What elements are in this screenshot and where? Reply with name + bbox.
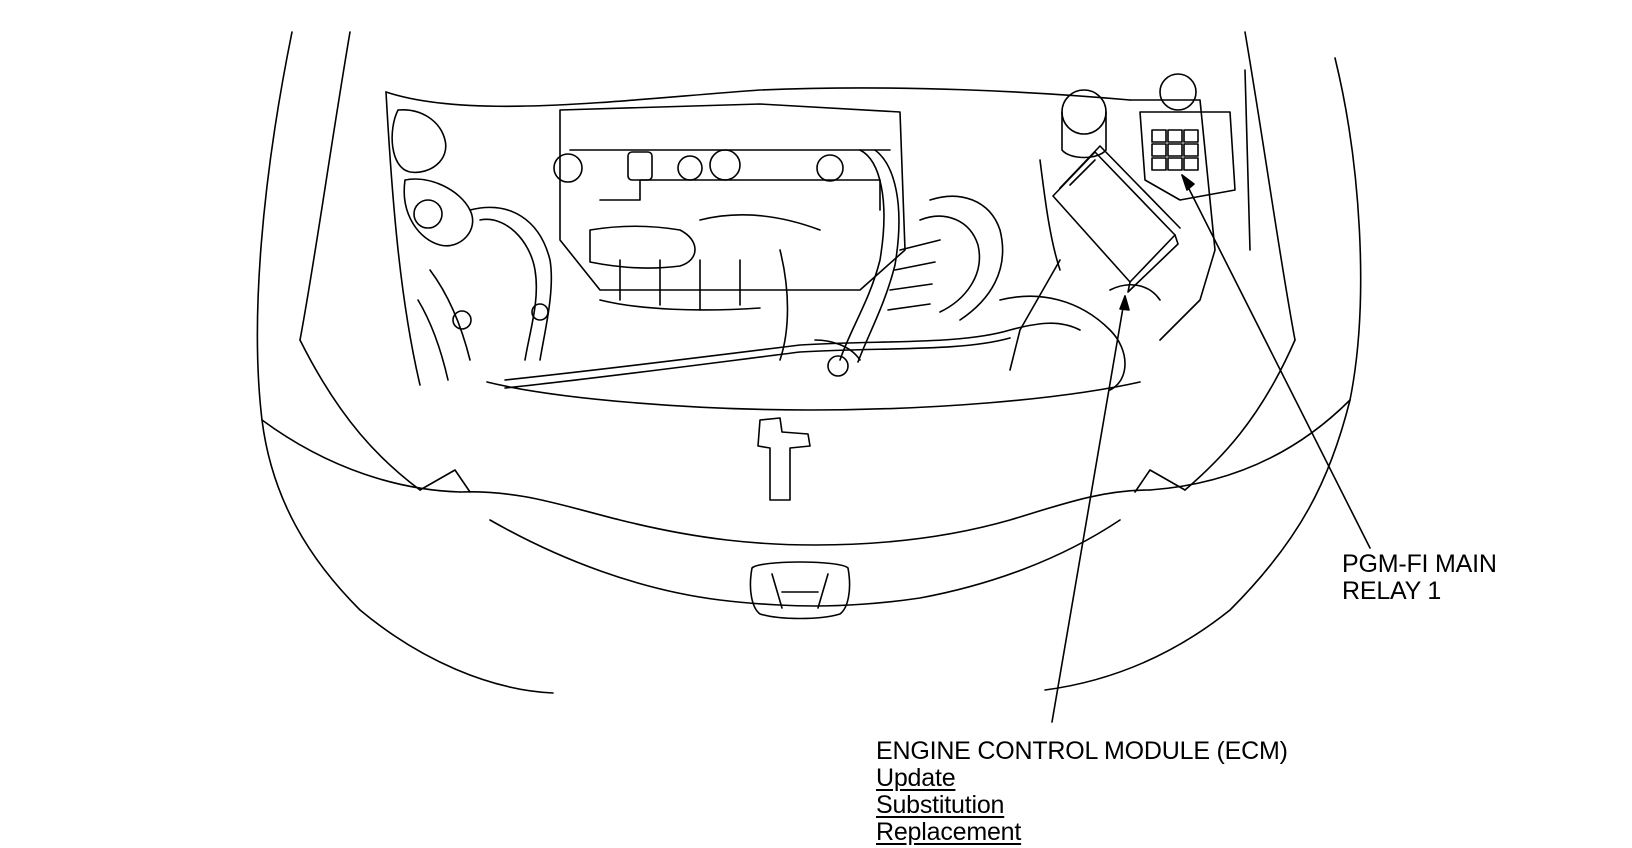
relay-box xyxy=(1151,129,1199,171)
ecm-substitution-link[interactable]: Substitution xyxy=(876,791,1005,819)
hood-latch-icon xyxy=(757,417,811,501)
ecm-update-link[interactable]: Update xyxy=(876,764,956,792)
ecm-replacement-link[interactable]: Replacement xyxy=(876,818,1022,846)
ecm-module xyxy=(1052,145,1181,293)
relay-leader-line xyxy=(1181,174,1371,549)
ecm-callout: ENGINE CONTROL MODULE (ECM) Update Subst… xyxy=(876,738,1288,846)
engine-bay xyxy=(385,69,1251,391)
relay-label-line2: RELAY 1 xyxy=(1342,577,1442,605)
leader-lines xyxy=(1051,174,1371,723)
ecm-arrow-icon xyxy=(1119,295,1130,311)
ecm-label-title: ENGINE CONTROL MODULE (ECM) xyxy=(876,737,1288,765)
relay-label-line1: PGM-FI MAIN xyxy=(1342,550,1497,578)
relay-arrow-icon xyxy=(1181,174,1195,191)
car-body-outline xyxy=(256,31,1362,694)
ecm-leader-line xyxy=(1051,295,1126,723)
relay-callout: PGM-FI MAIN RELAY 1 xyxy=(1342,551,1497,605)
honda-emblem-icon xyxy=(749,561,851,620)
